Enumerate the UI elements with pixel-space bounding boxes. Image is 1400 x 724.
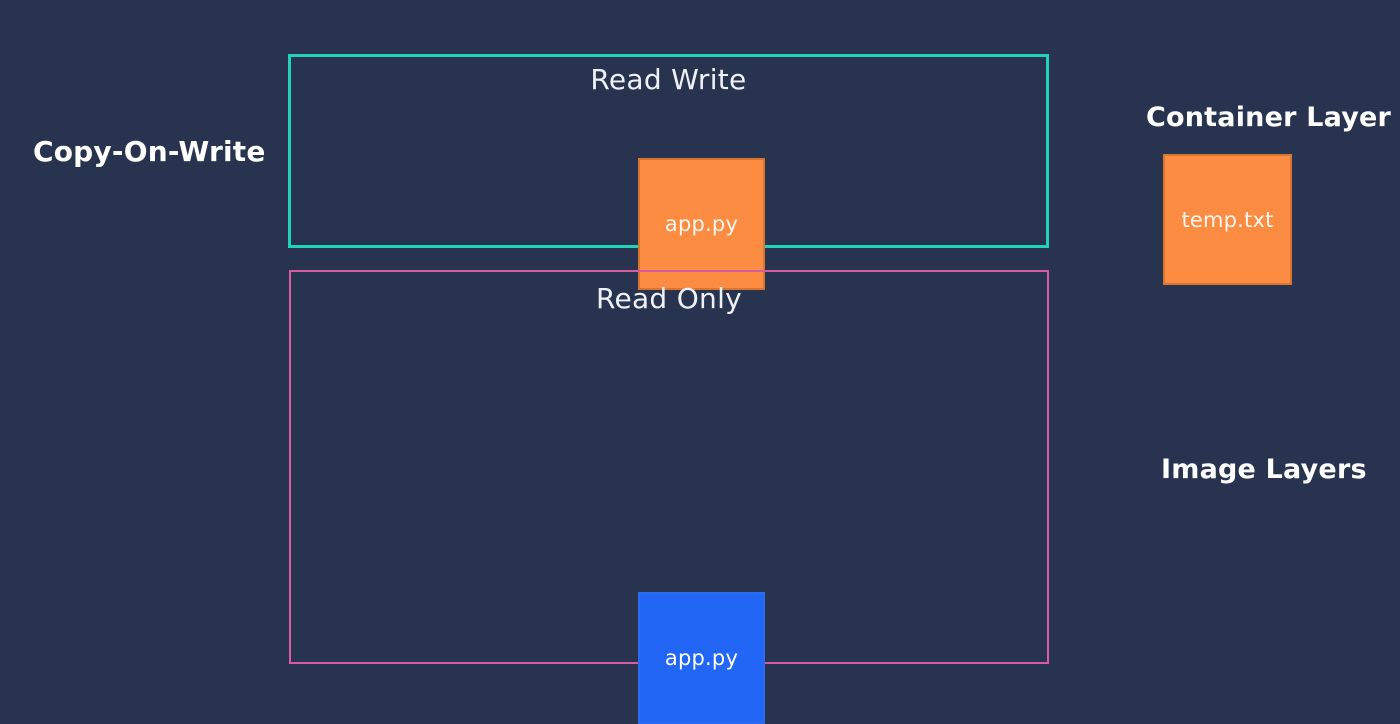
diagram-title-copy-on-write: Copy-On-Write bbox=[33, 135, 266, 168]
label-image-layers: Image Layers bbox=[1161, 454, 1367, 485]
layer-title-read-write: Read Write bbox=[590, 63, 747, 96]
file-block-app-py-read-write: app.py bbox=[638, 158, 765, 290]
file-block-temp-txt-read-write: temp.txt bbox=[1163, 154, 1292, 285]
layer-frame-read-only: Read Only app.py bbox=[289, 270, 1049, 724]
layer-title-read-only: Read Only bbox=[595, 282, 743, 315]
file-label-app-py-read-only: app.py bbox=[664, 646, 739, 670]
layer-frame-read-write: Read Write app.py temp.txt bbox=[288, 54, 1292, 290]
file-label-app-py-read-write: app.py bbox=[664, 212, 739, 236]
file-block-app-py-read-only: app.py bbox=[638, 592, 765, 724]
file-label-temp-txt-read-write: temp.txt bbox=[1181, 207, 1274, 232]
label-container-layer: Container Layer bbox=[1146, 102, 1392, 133]
